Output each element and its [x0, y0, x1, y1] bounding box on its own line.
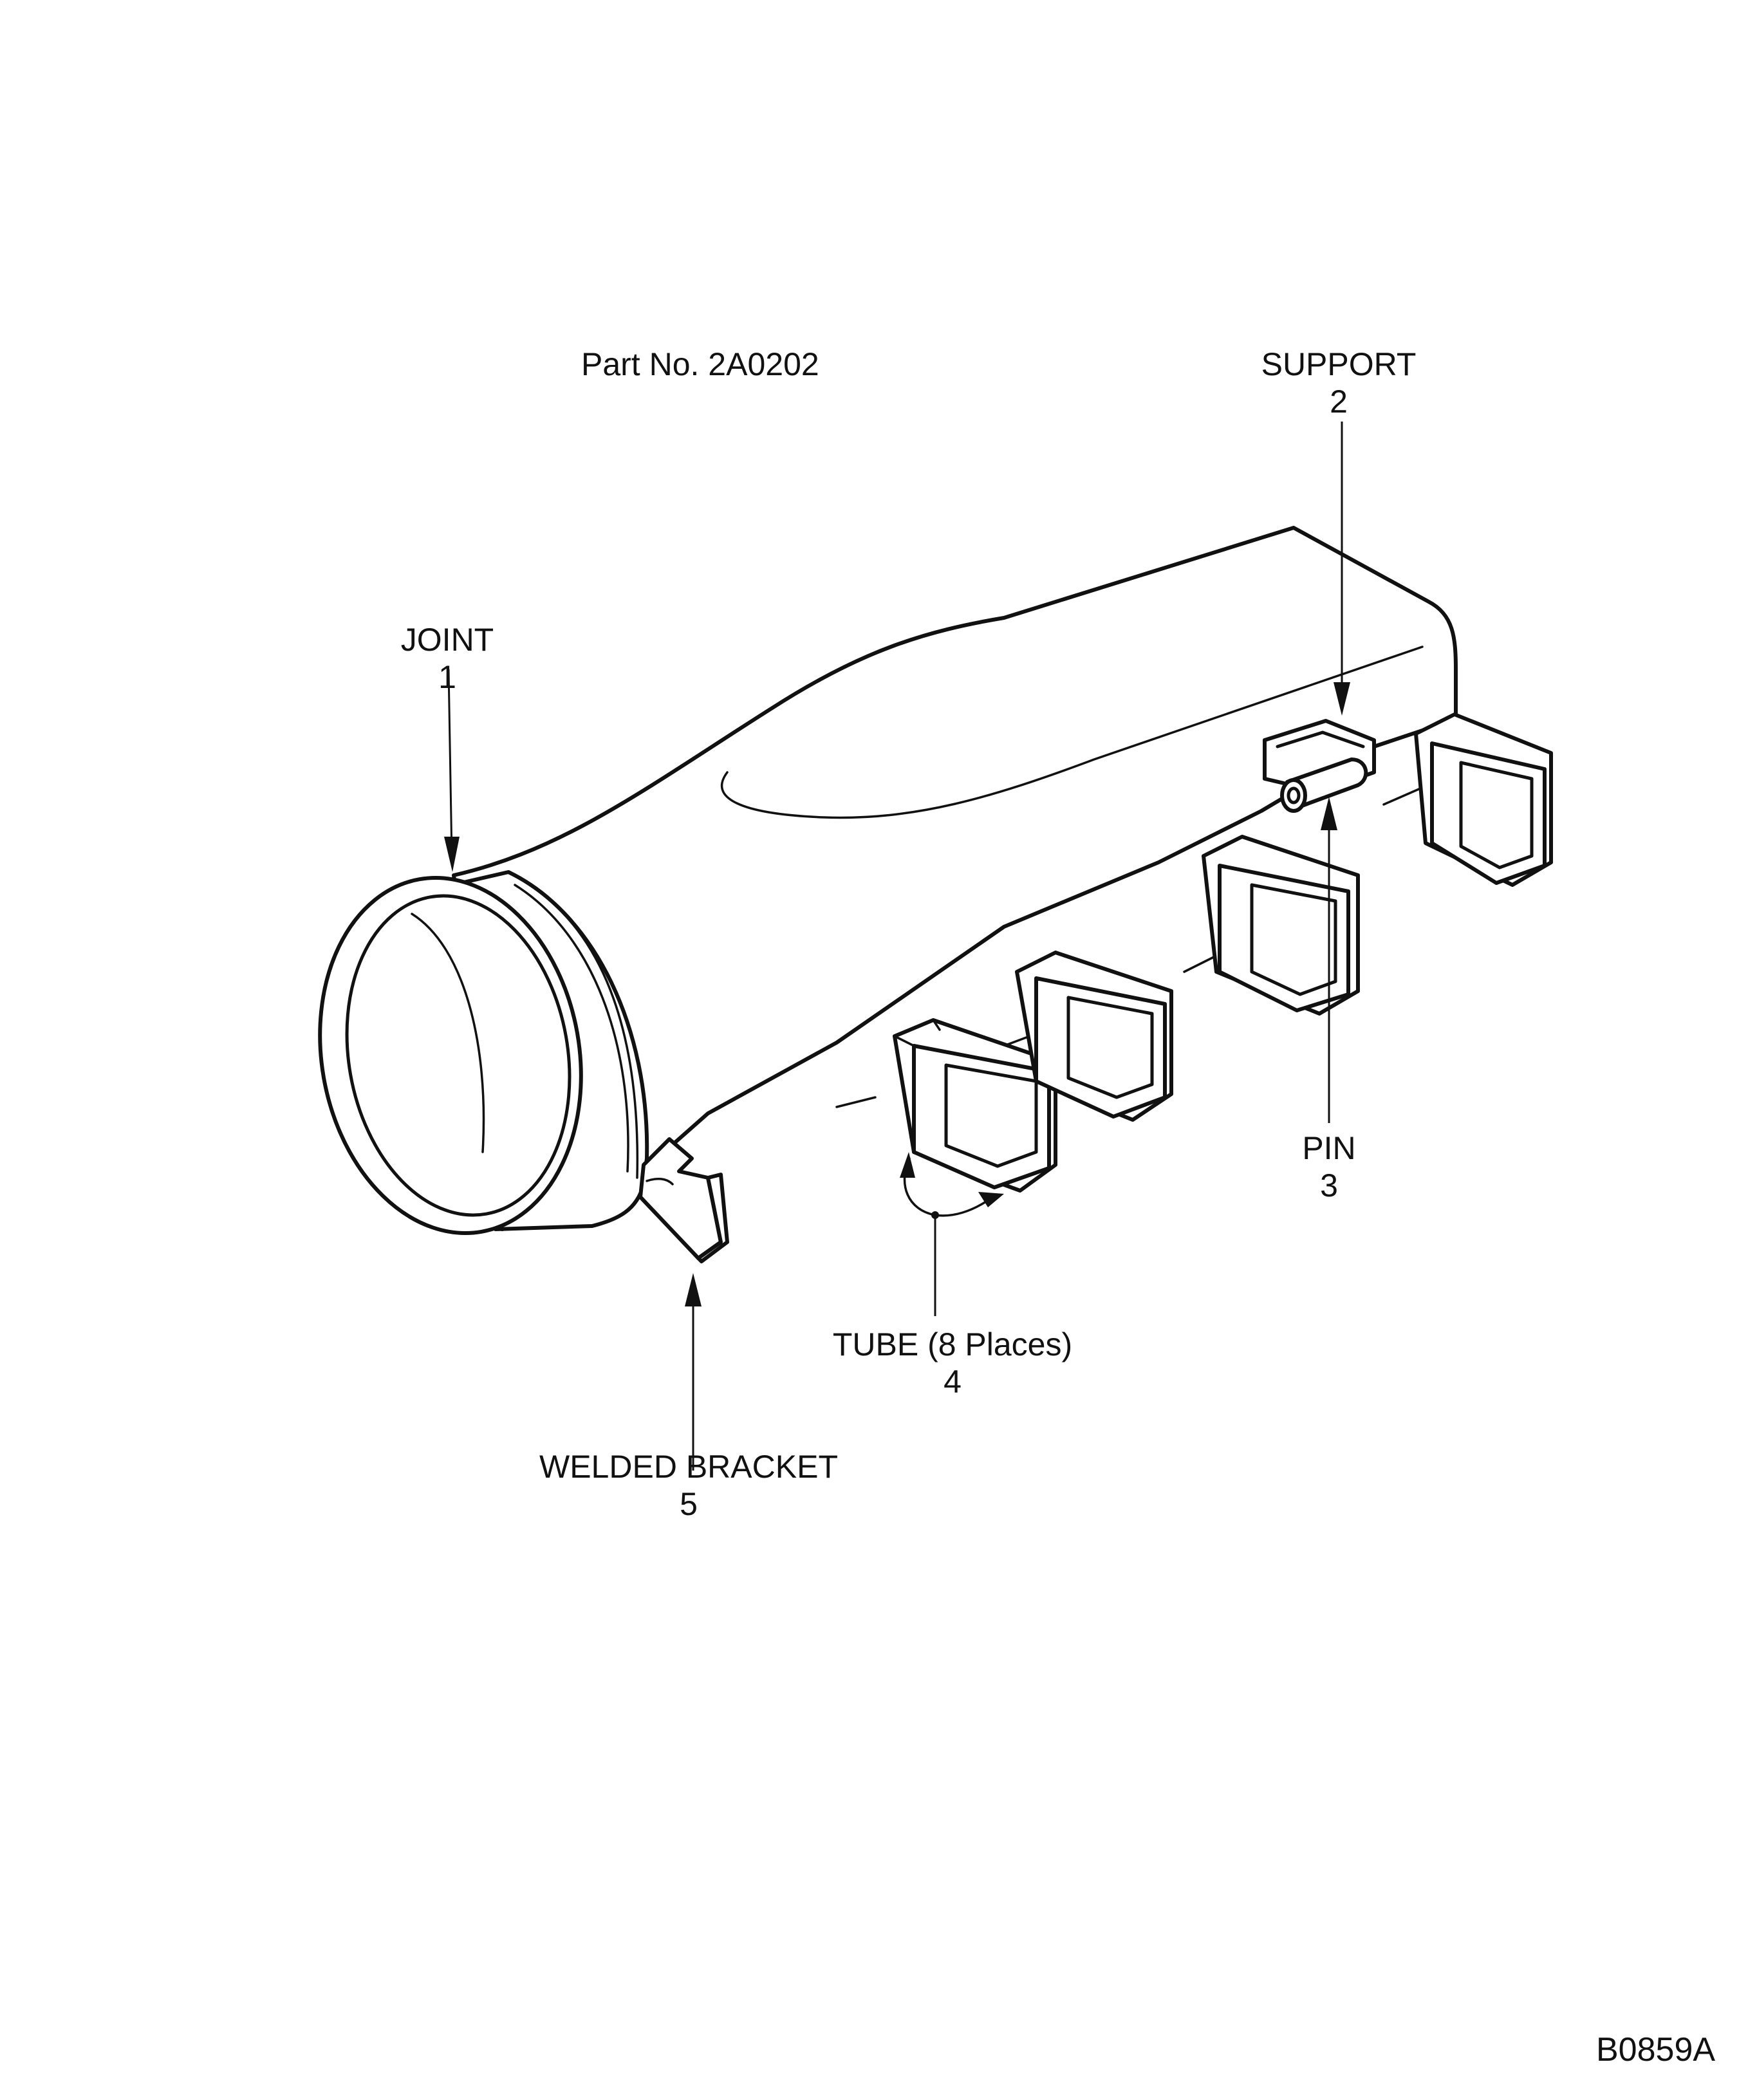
callout-welded-bracket: WELDED BRACKET 5	[515, 1448, 862, 1523]
pin	[1280, 757, 1368, 813]
callout-tube-name: TUBE (8 Places)	[832, 1326, 1073, 1362]
callout-support-number: 2	[1330, 384, 1348, 420]
leader-tube	[900, 1152, 1004, 1316]
callout-support-name: SUPPORT	[1261, 346, 1417, 382]
callout-pin-name: PIN	[1302, 1130, 1356, 1166]
tube-4	[1414, 712, 1553, 887]
callout-joint-number: 1	[438, 659, 456, 695]
callout-pin-number: 3	[1320, 1167, 1338, 1203]
callout-welded-bracket-name: WELDED BRACKET	[539, 1449, 838, 1485]
callout-joint-name: JOINT	[400, 622, 494, 658]
callout-joint: JOINT 1	[386, 621, 508, 696]
tube-2	[1015, 951, 1173, 1122]
part-number: Part No. 2A0202	[581, 346, 819, 382]
callout-support: SUPPORT 2	[1242, 346, 1435, 420]
callout-tube-number: 4	[944, 1364, 962, 1400]
leader-support	[1334, 422, 1350, 716]
callout-pin: PIN 3	[1281, 1129, 1377, 1204]
figure-code: B0859A	[1596, 2031, 1716, 2068]
tube-1	[893, 1018, 1057, 1193]
callout-welded-bracket-number: 5	[680, 1486, 698, 1522]
leader-bracket	[685, 1273, 702, 1471]
callout-tube: TUBE (8 Places) 4	[798, 1326, 1107, 1400]
joint-ring	[318, 870, 649, 1235]
welded-bracket	[638, 1137, 729, 1263]
tube-3	[1202, 835, 1360, 1016]
leader-joint	[444, 669, 460, 872]
leader-pin	[1321, 797, 1337, 1123]
